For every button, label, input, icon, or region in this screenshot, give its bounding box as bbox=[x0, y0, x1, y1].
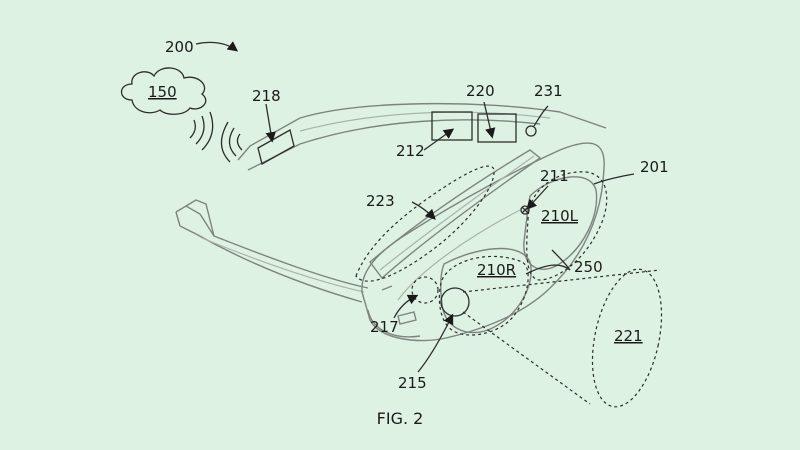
label-201: 201 bbox=[640, 158, 669, 176]
module-218 bbox=[257, 129, 295, 165]
label-210r: 210R bbox=[477, 261, 516, 279]
figure-caption: FIG. 2 bbox=[377, 409, 424, 428]
front-frame bbox=[361, 142, 605, 342]
label-231: 231 bbox=[534, 82, 563, 100]
label-215: 215 bbox=[398, 374, 427, 392]
label-200: 200 bbox=[165, 38, 194, 56]
camera-215 bbox=[440, 287, 470, 317]
region-201 bbox=[526, 171, 608, 281]
camera-231 bbox=[525, 125, 537, 137]
lens-210r bbox=[439, 247, 532, 334]
label-220: 220 bbox=[466, 82, 495, 100]
nose-bridge bbox=[369, 149, 542, 280]
lens-210l bbox=[523, 176, 598, 270]
side-temple bbox=[175, 205, 369, 289]
label-211: 211 bbox=[540, 167, 569, 185]
label-221: 221 bbox=[614, 327, 643, 345]
label-250: 250 bbox=[574, 258, 603, 276]
field-223 bbox=[355, 165, 495, 282]
wireless-waves-icon bbox=[189, 111, 243, 163]
label-210l: 210L bbox=[541, 207, 579, 225]
module-212 bbox=[431, 111, 473, 141]
label-212: 212 bbox=[396, 142, 425, 160]
field-221 bbox=[462, 269, 661, 405]
label-217: 217 bbox=[370, 318, 399, 336]
cloud-shape bbox=[120, 67, 207, 115]
label-223: 223 bbox=[366, 192, 395, 210]
label-150: 150 bbox=[148, 83, 177, 101]
cone-end-221 bbox=[591, 268, 663, 408]
module-220 bbox=[477, 113, 517, 143]
label-218: 218 bbox=[252, 87, 281, 105]
top-temple bbox=[237, 102, 607, 161]
sensor-217 bbox=[411, 276, 439, 304]
